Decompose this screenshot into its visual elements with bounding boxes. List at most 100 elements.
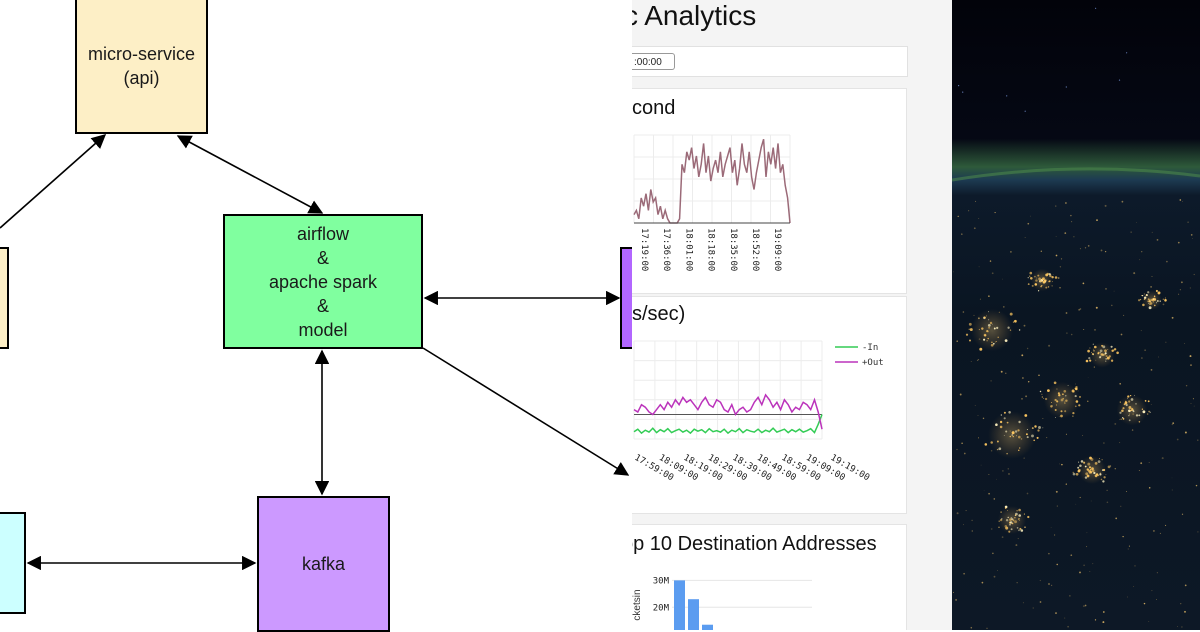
city-light [999,420,1003,424]
scattered-light [1134,565,1136,567]
city-light [1038,426,1041,429]
city-light [1054,408,1057,412]
scattered-light [1020,438,1023,440]
city-light [1145,295,1147,297]
city-light [1101,459,1103,461]
kafka-box: kafka [257,496,390,632]
scattered-light [1039,579,1041,582]
city-light [1092,343,1094,345]
scattered-light [968,210,970,212]
scattered-light [1092,563,1094,565]
airflow-spark-box: airflow & apache spark & model [223,214,423,349]
city-light [1084,476,1088,479]
city-light [987,337,989,340]
city-light [1037,290,1040,292]
time-input[interactable]: :00:00 [632,53,675,70]
scattered-light [1184,431,1187,434]
scattered-light [1106,501,1109,504]
city-light [1018,420,1021,424]
scattered-light [1070,214,1072,217]
scattered-light [1027,222,1030,225]
scattered-light [1026,492,1029,495]
scattered-light [971,519,973,522]
city-light [1105,358,1108,360]
scattered-light [1156,239,1159,241]
city-light [1089,468,1092,471]
city-light [1135,414,1139,417]
city-light [1089,347,1091,349]
city-light [1091,351,1092,353]
scattered-light [1150,403,1152,405]
scattered-light [956,340,958,342]
scattered-light [971,530,973,532]
scattered-light [994,341,996,343]
scattered-light [1143,602,1146,605]
city-light [1038,277,1041,281]
city-light [1088,469,1092,473]
city-light [1018,329,1021,331]
city-light [1072,471,1074,474]
city-light [1112,349,1115,352]
city-light [1027,515,1030,519]
scattered-light [1055,254,1058,257]
scattered-light [1094,619,1097,621]
legend-label: +Out [862,358,884,368]
city-light [1077,469,1081,473]
scattered-light [1179,199,1182,201]
city-light [998,447,1002,451]
city-light [1122,407,1125,410]
scattered-light [1083,329,1085,330]
city-light [1130,398,1134,401]
city-light [1079,464,1082,468]
y-tick-label: 30M [653,576,670,586]
city-light [1063,389,1067,393]
city-light [1041,284,1043,287]
city-light [1060,414,1063,418]
x-tick-label: 18:18:00 [706,228,716,271]
city-light [1108,355,1111,358]
scattered-light [1032,607,1034,609]
scattered-light [1184,610,1186,613]
city-light [1014,514,1017,516]
x-tick-label: 18:52:00 [750,228,760,271]
scattered-light [965,510,967,512]
city-light [1087,462,1091,466]
city-light [968,339,972,342]
city-light [1101,344,1104,347]
scattered-light [1140,330,1142,332]
scattered-light [1171,477,1173,479]
scattered-light [1072,415,1074,417]
city-light [978,328,981,331]
scattered-light [961,233,963,235]
city-light [988,326,990,329]
city-light [1144,296,1147,299]
city-light [1124,401,1128,405]
scattered-light [953,591,954,593]
scattered-light [1130,231,1132,233]
city-light [1037,274,1040,277]
scattered-light [1001,536,1004,538]
scattered-light [977,415,979,417]
city-light [1153,295,1156,298]
city-light [983,338,986,341]
scattered-light [1002,278,1003,280]
scattered-light [1022,602,1024,604]
city-light [1009,312,1013,316]
star [1126,52,1128,54]
city-light [1143,293,1145,295]
scattered-light [1122,535,1124,538]
city-light [968,322,972,326]
city-light [1093,345,1097,349]
city-light [1018,449,1020,451]
scattered-light [1064,232,1067,234]
scattered-light [990,449,993,452]
city-light [1105,355,1108,358]
scattered-light [1065,483,1067,485]
scattered-light [962,311,965,313]
city-light [1125,403,1128,407]
panel-title: op 10 Destination Addresses [632,533,877,555]
city-light [1033,439,1036,442]
scattered-light [1185,384,1188,387]
city-light [1047,286,1050,288]
city-light [1102,480,1105,483]
